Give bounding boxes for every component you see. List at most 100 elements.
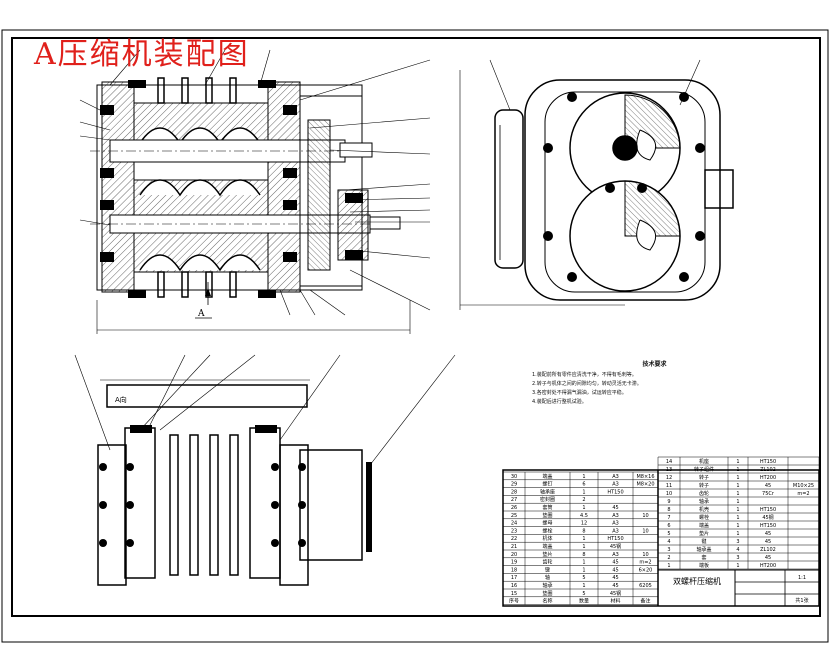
main-section-view (90, 77, 411, 334)
table-cell: 25 (511, 513, 517, 519)
table-cell: 19 (511, 560, 517, 566)
view-label: A向 (115, 395, 127, 404)
table-cell: 名称 (542, 598, 552, 605)
table-cell: 15 (511, 591, 517, 597)
table-cell: A3 (612, 482, 619, 488)
table-cell: 键 (545, 566, 550, 573)
table-cell: 6 (667, 523, 670, 529)
table-cell: 45 (612, 575, 618, 581)
table-cell: 螺母 (542, 520, 552, 527)
table-cell: 20 (511, 552, 517, 558)
table-cell: 端盖 (542, 473, 552, 480)
table-cell: 轴 (545, 574, 550, 581)
table-cell: 1 (736, 467, 739, 473)
table-cell: 28 (511, 489, 517, 495)
table-cell: 垫圈 (542, 512, 552, 519)
table-cell: 1 (736, 483, 739, 489)
table-cell: 45 (765, 483, 771, 489)
table-cell: 转子 (699, 482, 709, 489)
table-cell: 1 (736, 531, 739, 537)
table-cell: HT200 (760, 475, 776, 481)
table-cell: HT200 (760, 563, 776, 569)
table-cell: M8×16 (636, 474, 654, 480)
table-cell: HT150 (607, 489, 623, 495)
table-cell: 垫片 (542, 551, 552, 558)
table-cell: 24 (511, 521, 517, 527)
table-cell: HT150 (760, 507, 776, 513)
note-line: 3.各密封处不得漏气漏油，试运转应平稳。 (532, 390, 627, 396)
table-cell: 4 (667, 539, 670, 545)
table-cell: 1 (582, 536, 585, 542)
table-cell: 6×20 (639, 567, 653, 573)
table-cell: HT150 (760, 523, 776, 529)
table-cell: A3 (612, 474, 619, 480)
table-cell: ZL102 (760, 547, 776, 553)
note-line: 1.装配前所有零件应清洗干净，不得有毛刺等。 (532, 372, 637, 378)
note-line: 2.转子与机体之间的间隙均匀，转动灵活无卡滞。 (532, 381, 642, 387)
table-cell: 45 (765, 539, 771, 545)
table-cell: 13 (666, 467, 672, 473)
table-cell: 1 (736, 499, 739, 505)
table-cell: A3 (612, 552, 619, 558)
table-cell: HT150 (607, 536, 623, 542)
table-cell: 23 (511, 528, 517, 534)
table-cell: 轴承盖 (696, 546, 711, 553)
table-cell: 垫圈 (542, 590, 552, 597)
sheet-value: 共1张 (795, 597, 808, 604)
table-cell: 45 (612, 560, 618, 566)
leader-lines-main (79, 49, 431, 316)
table-cell: 垫片 (699, 530, 709, 537)
table-cell: 齿轮 (542, 559, 552, 566)
table-cell: 12 (666, 475, 672, 481)
table-cell: 26 (511, 505, 517, 511)
table-cell: 1 (667, 563, 670, 569)
table-cell: 6 (582, 482, 585, 488)
table-cell: 1 (582, 474, 585, 480)
table-cell: 45 (612, 505, 618, 511)
table-cell: 10 (666, 491, 672, 497)
table-cell: 45钢 (610, 590, 621, 597)
table-cell: 螺栓 (542, 527, 552, 534)
table-cell: 1 (582, 567, 585, 573)
table-cell: 键 (701, 538, 706, 545)
table-cell: A3 (612, 521, 619, 527)
table-cell: 2 (582, 497, 585, 503)
table-cell: 4.5 (580, 513, 588, 519)
table-cell: 轴承座 (540, 488, 555, 495)
bottom-view (74, 354, 456, 586)
table-cell: 密封圈 (540, 496, 555, 503)
table-cell: 转子组件 (694, 466, 714, 473)
table-cell: 45 (765, 555, 771, 561)
table-cell: 5 (582, 575, 585, 581)
table-cell: 机体 (542, 535, 552, 542)
note-line: 4.装配后进行整机试验。 (532, 399, 587, 405)
table-cell: 5 (582, 591, 585, 597)
table-cell: 轴承 (542, 582, 552, 589)
table-cell: 1 (736, 507, 739, 513)
technical-notes: 技术要求 1.装配前所有零件应清洗干净，不得有毛刺等。 2.转子与机体之间的间隙… (532, 360, 777, 407)
table-cell: 45钢 (762, 514, 773, 521)
table-cell: 8 (582, 528, 585, 534)
table-cell: 1 (582, 583, 585, 589)
drawing-title: A压缩机装配图 (34, 37, 250, 72)
table-cell: 1 (582, 560, 585, 566)
inner-frame (11, 37, 821, 617)
table-cell: 1 (582, 505, 585, 511)
table-cell: 10 (642, 552, 648, 558)
table-cell: 75Cr (762, 491, 775, 497)
table-cell: 序号 (509, 598, 519, 605)
table-cell: 端板 (699, 562, 709, 569)
table-cell: HT150 (760, 459, 776, 465)
table-cell: 14 (666, 459, 672, 465)
table-cell: 1 (736, 459, 739, 465)
table-cell: 1 (736, 523, 739, 529)
table-cell: 12 (581, 521, 587, 527)
table-cell: 27 (511, 497, 517, 503)
table-cell: 3 (736, 555, 739, 561)
table-cell: 18 (511, 567, 517, 573)
table-cell: A3 (612, 513, 619, 519)
table-cell: 端盖 (699, 522, 709, 529)
side-view (459, 59, 734, 310)
